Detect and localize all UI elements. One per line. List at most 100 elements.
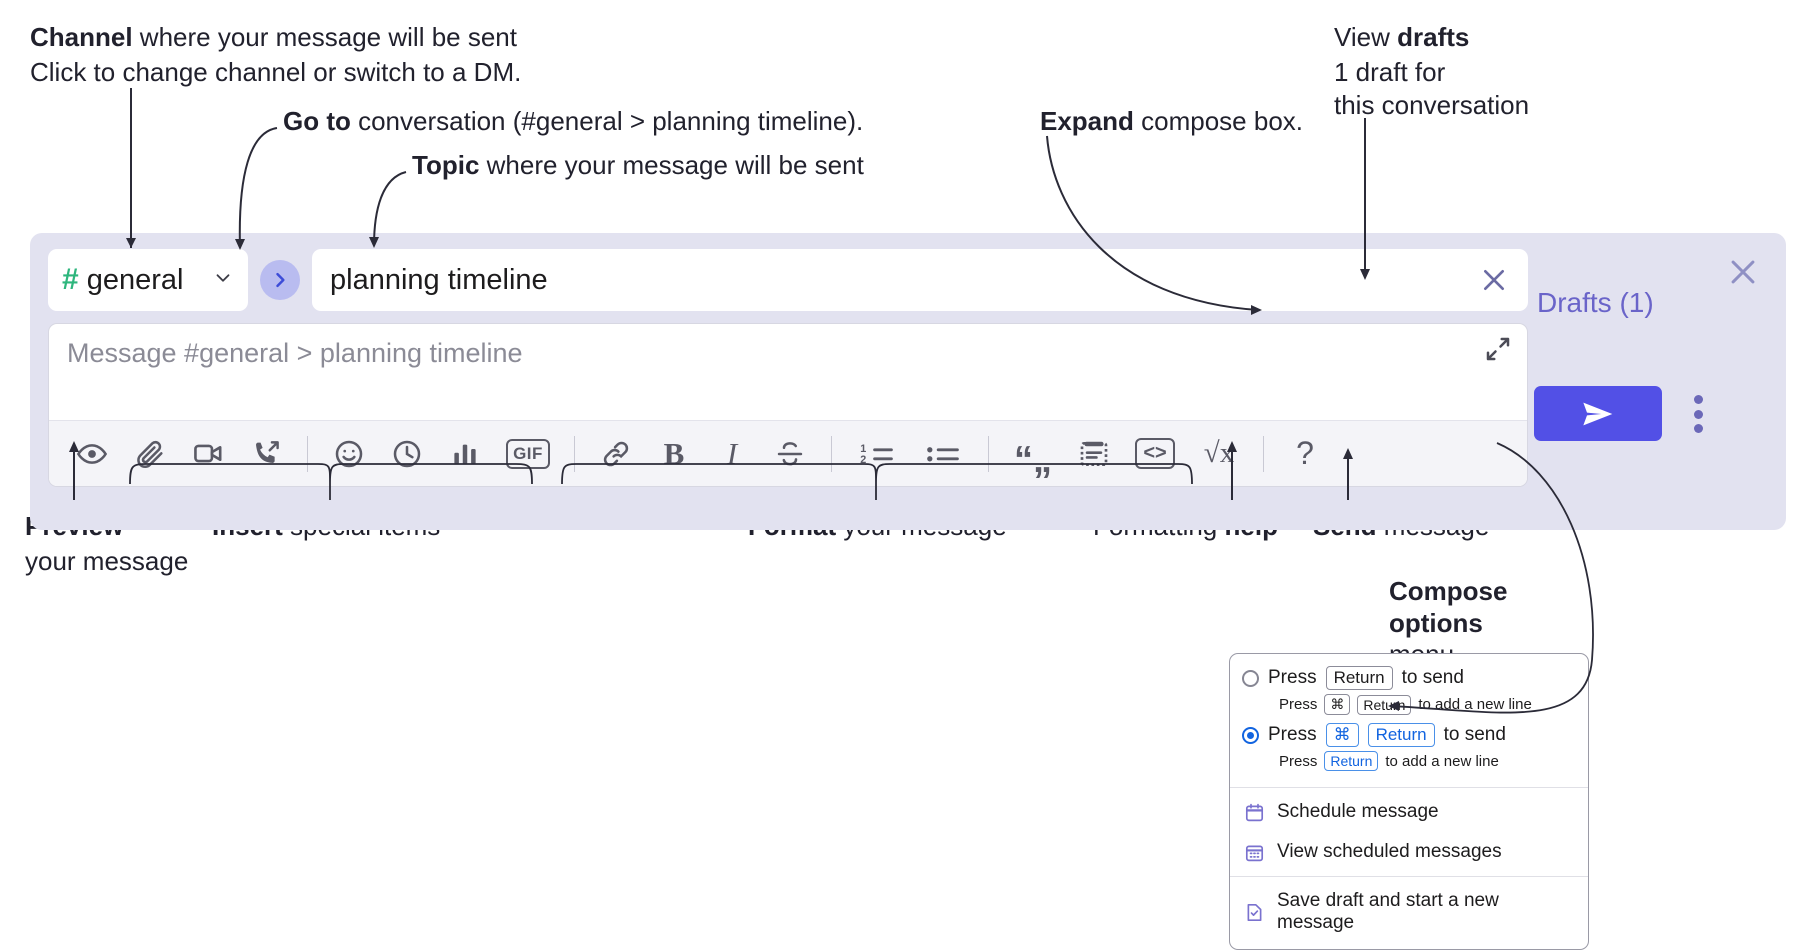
menu-item-label: View scheduled messages (1277, 841, 1502, 862)
toolbar-separator (307, 435, 308, 472)
record-video-clip-button[interactable] (184, 430, 232, 478)
radio-icon-selected[interactable] (1242, 726, 1259, 744)
strikethrough-icon (777, 441, 803, 465)
ordered-list-button[interactable]: 1 2 (849, 430, 905, 478)
annotation-channel: Channel where your message will be sent … (30, 22, 521, 88)
menu-item-save-draft[interactable]: Save draft and start a new message (1230, 881, 1588, 943)
compose-options-button[interactable] (1684, 392, 1712, 436)
toolbar-separator (574, 435, 575, 472)
send-shortcut-options: Press Return to send Press ⌘ Return to a… (1230, 654, 1588, 787)
annotation-drafts: View drafts 1 draft for this conversatio… (1334, 22, 1529, 122)
latex-button[interactable]: √x (1192, 430, 1246, 478)
link-icon (603, 441, 629, 466)
video-camera-icon (193, 444, 221, 463)
annotation-drafts-bold: drafts (1397, 22, 1470, 52)
close-panel-button[interactable] (1726, 255, 1760, 289)
expand-compose-button[interactable] (1483, 334, 1513, 364)
draft-group: Save draft and start a new message (1230, 877, 1588, 949)
ordered-list-icon: 1 2 (860, 443, 893, 466)
compose-context-row: # general planning timeline (48, 249, 1528, 311)
radio-option-press-label: Press (1268, 724, 1317, 745)
sub-action-label: to add a new line (1385, 752, 1499, 770)
strikethrough-button[interactable] (766, 430, 814, 478)
annotation-compose-options-bold1: Compose (1389, 576, 1508, 606)
sub-action-label: to add a new line (1418, 696, 1532, 713)
kebab-dot (1693, 395, 1703, 404)
italic-icon: I (726, 435, 738, 471)
svg-text:1: 1 (860, 443, 866, 455)
menu-divider (1230, 787, 1588, 788)
bold-icon: B (663, 435, 685, 471)
chevron-right-icon (276, 272, 285, 288)
menu-item-view-scheduled-messages[interactable]: View scheduled messages (1230, 832, 1588, 872)
annotation-drafts-prefix: View (1334, 22, 1398, 52)
annotation-goto: Go to conversation (#general > planning … (283, 106, 863, 138)
gif-button[interactable]: GIF (499, 430, 557, 478)
key-return: Return (1325, 666, 1393, 690)
key-return: Return (1357, 694, 1412, 715)
schedule-button[interactable] (383, 430, 431, 478)
code-brackets-icon: <> (1135, 438, 1175, 469)
eye-icon (76, 443, 108, 464)
compose-panel: # general planning timeline Message #gen… (30, 233, 1786, 530)
bar-chart-icon (454, 444, 476, 464)
bold-button[interactable]: B (650, 430, 698, 478)
gif-icon: GIF (506, 438, 550, 469)
link-button[interactable] (592, 430, 640, 478)
inline-code-button[interactable]: <> (1128, 430, 1182, 478)
formatting-help-button[interactable]: ? (1281, 430, 1329, 478)
key-command: ⌘ (1325, 723, 1359, 747)
annotation-drafts-italic2: this conversation (1334, 90, 1530, 121)
svg-text:2: 2 (860, 454, 866, 466)
radio-option-action-label: to send (1443, 724, 1506, 745)
annotation-topic-rest: where your message will be sent (479, 150, 864, 180)
square-root-x-icon: √x (1203, 437, 1235, 469)
topic-input[interactable]: planning timeline (312, 249, 1528, 311)
italic-button[interactable]: I (708, 430, 756, 478)
radio-option-cmd-return[interactable]: Press ⌘ Return to send (1242, 721, 1576, 749)
formatting-toolbar: GIF B I (49, 420, 1527, 486)
clear-topic-button[interactable] (1478, 264, 1510, 296)
key-command: ⌘ (1324, 694, 1351, 715)
sub-press-label: Press (1279, 696, 1318, 713)
compose-inner: # general planning timeline Message #gen… (48, 249, 1528, 487)
radio-option-return[interactable]: Press Return to send (1242, 664, 1576, 692)
annotation-channel-bold: Channel (30, 22, 133, 52)
calendar-icon (1244, 802, 1265, 823)
paperclip-icon (137, 440, 163, 468)
blockquote-button[interactable]: “„ (1006, 430, 1060, 482)
annotation-topic: Topic where your message will be sent (412, 150, 864, 182)
schedule-group: Schedule message View scheduled messages (1230, 788, 1588, 876)
bulleted-list-button[interactable] (915, 430, 971, 478)
radio-option-action-label: to send (1401, 667, 1464, 688)
attach-file-button[interactable] (126, 430, 174, 478)
huddle-button[interactable] (242, 430, 290, 478)
send-button[interactable] (1534, 386, 1662, 441)
toolbar-separator (1263, 435, 1264, 472)
preview-button[interactable] (68, 430, 116, 478)
annotation-topic-bold: Topic (412, 150, 480, 180)
kebab-dot (1693, 424, 1703, 433)
sub-press-label: Press (1279, 752, 1318, 770)
emoji-button[interactable] (325, 430, 373, 478)
radio-icon[interactable] (1242, 669, 1259, 687)
annotation-preview-rest: your message (25, 545, 189, 576)
phone-arrow-icon (255, 441, 279, 463)
message-input[interactable]: Message #general > planning timeline (49, 324, 1527, 420)
expand-icon (1486, 337, 1510, 361)
channel-selector[interactable]: # general (48, 249, 248, 311)
annotation-channel-italic: Click to change channel or switch to a D… (30, 56, 522, 87)
menu-divider (1230, 876, 1588, 877)
close-icon (1484, 270, 1504, 290)
quote-icon: “„ (1014, 439, 1052, 482)
message-box: Message #general > planning timeline (48, 323, 1528, 487)
poll-button[interactable] (441, 430, 489, 478)
drafts-link[interactable]: Drafts (1) (1537, 287, 1654, 318)
goto-conversation-button[interactable] (260, 260, 300, 300)
toolbar-separator (831, 435, 832, 472)
code-block-button[interactable] (1070, 430, 1118, 478)
radio-option-cmd-return-sub: Press Return to add a new line (1242, 749, 1576, 777)
menu-item-label: Schedule message (1277, 801, 1439, 822)
annotation-compose-options-bold2: options (1389, 607, 1483, 638)
menu-item-schedule-message[interactable]: Schedule message (1230, 792, 1588, 832)
